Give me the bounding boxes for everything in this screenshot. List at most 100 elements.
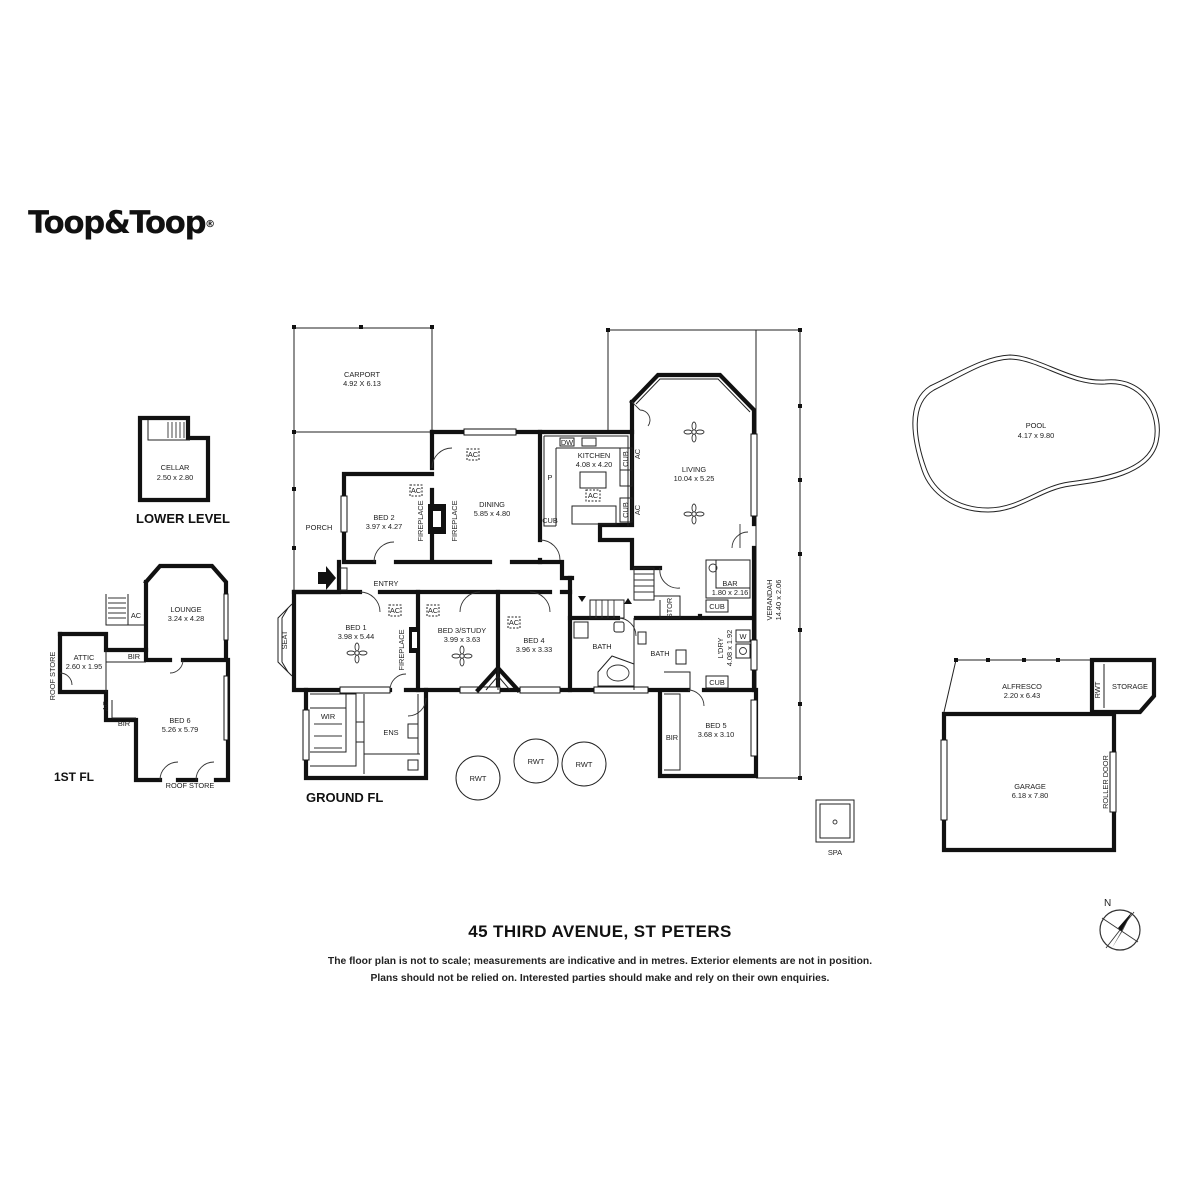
garage-size: 6.18 x 7.80	[1012, 791, 1049, 800]
ceiling-fan-icon	[451, 645, 473, 667]
rwt-2: RWT	[528, 757, 545, 766]
attic-name: ATTIC	[74, 653, 95, 662]
first-floor-ac-2: AC	[101, 700, 110, 711]
bed1-size: 3.98 x 5.44	[338, 632, 375, 641]
lower-level: CELLAR 2.50 x 2.80 LOWER LEVEL	[136, 415, 230, 526]
attic-size: 2.60 x 1.95	[66, 662, 103, 671]
seat-label: SEAT	[280, 630, 289, 649]
stor-label: STOR	[665, 598, 674, 618]
bed4-ac: AC	[509, 618, 520, 627]
kitchen-size: 4.08 x 4.20	[576, 460, 613, 469]
first-floor-label: 1ST FL	[54, 770, 94, 784]
fireplace-bed2: FIREPLACE	[416, 500, 425, 541]
ground-floor: CARPORT 4.92 X 6.13 PORCH VERANDAH 14.40…	[277, 325, 802, 805]
lounge-size: 3.24 x 4.28	[168, 614, 205, 623]
living-ac-2: AC	[633, 504, 642, 515]
compass-icon: N	[1099, 898, 1141, 951]
dining-name: DINING	[479, 500, 505, 509]
bed5-bir: BIR	[666, 733, 678, 742]
porch-label: PORCH	[306, 523, 333, 532]
bed3-size: 3.99 x 3.63	[444, 635, 481, 644]
bath-2-label: BATH	[650, 649, 669, 658]
bed6-name: BED 6	[169, 716, 190, 725]
first-floor: LOUNGE 3.24 x 4.28 AC ATTIC 2.60 x 1.95 …	[48, 563, 231, 790]
kitchen-dw: DW	[561, 438, 573, 447]
compass-north: N	[1104, 898, 1111, 909]
alfresco-size: 2.20 x 6.43	[1004, 691, 1041, 700]
ceiling-fan-icon	[346, 642, 368, 664]
pool: POOL 4.17 x 9.80	[912, 354, 1160, 513]
ground-floor-label: GROUND FL	[306, 790, 383, 805]
living-ac-1: AC	[633, 448, 642, 459]
bed1-ac: AC	[390, 606, 401, 615]
laundry-cub-1: CUB	[709, 602, 725, 611]
disclaimer-line-1: The floor plan is not to scale; measurem…	[327, 956, 873, 967]
garage-block: ALFRESCO 2.20 x 6.43 RWT STORAGE GARAGE …	[940, 657, 1157, 853]
bed3-ac: AC	[428, 606, 439, 615]
brand-logo: Toop&Toop®	[28, 204, 215, 242]
first-floor-bir-1: BIR	[128, 652, 140, 661]
bed5-size: 3.68 x 3.10	[698, 730, 735, 739]
carport-name: CARPORT	[344, 370, 380, 379]
pool-name: POOL	[1026, 421, 1047, 430]
bar-size: 1.80 x 2.16	[712, 588, 749, 597]
ens-label: ENS	[383, 728, 398, 737]
kitchen-cub-3: CUB	[621, 502, 630, 518]
bed2-size: 3.97 x 4.27	[366, 522, 403, 531]
laundry-size: 4.08 x 1.92	[725, 630, 734, 667]
bed4-name: BED 4	[523, 636, 544, 645]
bed5-name: BED 5	[705, 721, 726, 730]
roof-store-bottom: ROOF STORE	[166, 781, 215, 790]
kitchen-ac: AC	[588, 491, 599, 500]
first-floor-bir-2: BIR	[118, 719, 130, 728]
bed3-name: BED 3/STUDY	[438, 626, 487, 635]
property-address: 45 THIRD AVENUE, ST PETERS	[468, 922, 732, 941]
spa: SPA	[815, 799, 855, 857]
laundry-w: W	[740, 632, 747, 641]
roof-store-left: ROOF STORE	[48, 652, 57, 701]
rwt-1: RWT	[470, 774, 487, 783]
fireplace-bed1: FIREPLACE	[397, 629, 406, 670]
garage-rwt: RWT	[1093, 681, 1102, 698]
registered-mark: ®	[205, 219, 216, 230]
bed2-ac: AC	[411, 486, 422, 495]
fireplace-dining: FIREPLACE	[450, 500, 459, 541]
laundry-cub-2: CUB	[709, 678, 725, 687]
bed1-name: BED 1	[345, 623, 366, 632]
wir-label: WIR	[321, 712, 335, 721]
rwt-3: RWT	[576, 760, 593, 769]
spa-label: SPA	[828, 848, 842, 857]
bath-1-label: BATH	[592, 642, 611, 651]
cellar-size: 2.50 x 2.80	[157, 473, 194, 482]
kitchen-pantry: P	[548, 473, 553, 482]
laundry-name: L'DRY	[716, 637, 725, 658]
disclaimer: The floor plan is not to scale; measurem…	[0, 953, 1200, 987]
bed2-name: BED 2	[373, 513, 394, 522]
lounge-name: LOUNGE	[170, 605, 201, 614]
bed6-size: 5.26 x 5.79	[162, 725, 199, 734]
entry-arrow-icon	[318, 566, 336, 590]
brand-logo-text: Toop&Toop	[28, 205, 207, 241]
kitchen-cub-2: CUB	[621, 451, 630, 467]
kitchen-name: KITCHEN	[578, 451, 610, 460]
ceiling-fan-icon	[683, 503, 705, 525]
rainwater-tanks: RWT RWT RWT	[455, 738, 607, 801]
living-size: 10.04 x 5.25	[674, 474, 715, 483]
entry-label: ENTRY	[374, 579, 399, 588]
ceiling-fan-icon	[683, 421, 705, 443]
kitchen-cub-1: CUB	[542, 516, 558, 525]
dining-ac: AC	[468, 450, 479, 459]
lower-level-label: LOWER LEVEL	[136, 511, 230, 526]
first-floor-ac: AC	[131, 611, 142, 620]
disclaimer-line-2: Plans should not be relied on. Intereste…	[370, 973, 830, 984]
roller-door-label: ROLLER DOOR	[1101, 755, 1110, 809]
garage-name: GARAGE	[1014, 782, 1046, 791]
verandah-name: VERANDAH	[765, 579, 774, 620]
alfresco-name: ALFRESCO	[1002, 682, 1042, 691]
cellar-name: CELLAR	[161, 463, 190, 472]
pool-size: 4.17 x 9.80	[1018, 431, 1055, 440]
dining-size: 5.85 x 4.80	[474, 509, 511, 518]
bar-name: BAR	[722, 579, 737, 588]
verandah-size: 14.40 x 2.06	[774, 580, 783, 621]
